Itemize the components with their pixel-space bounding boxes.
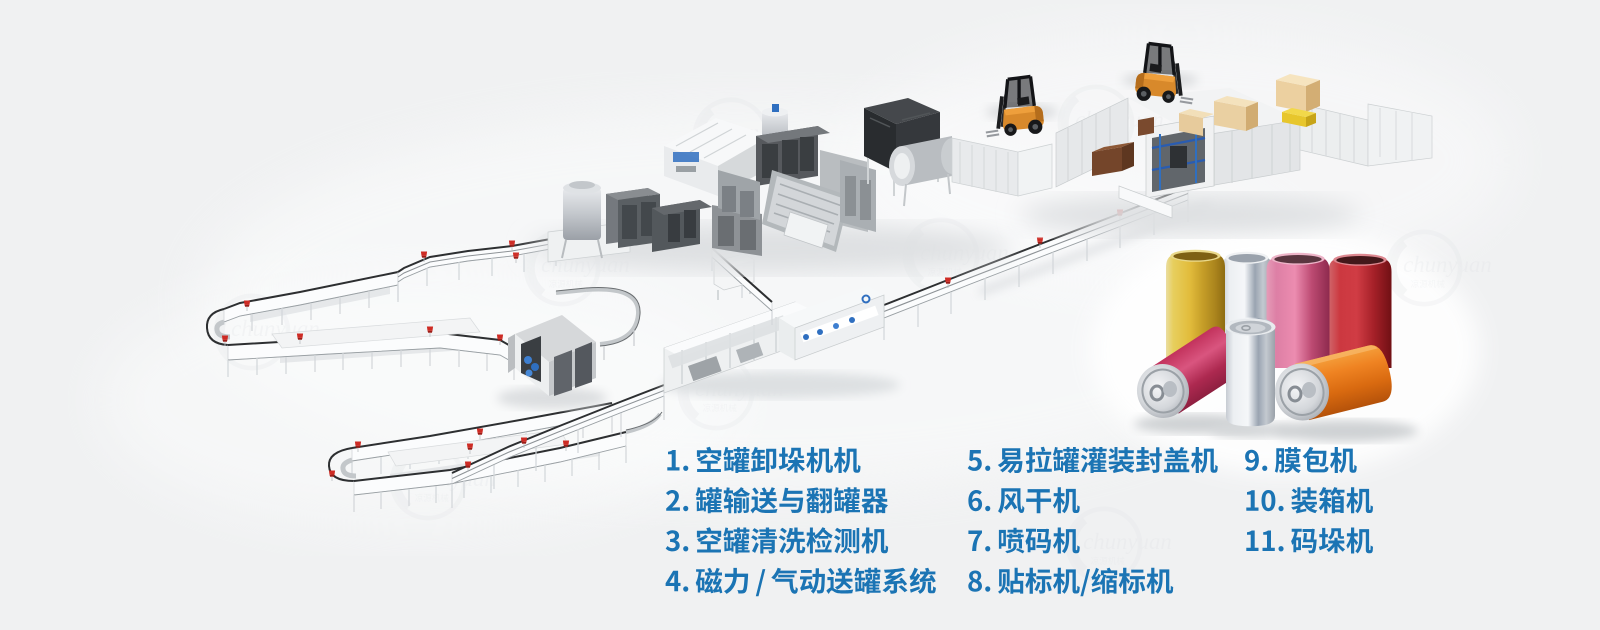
svg-text:凉源机械: 凉源机械 xyxy=(928,266,963,277)
svg-text:凉源机械: 凉源机械 xyxy=(1411,278,1446,289)
svg-text:chunyuan: chunyuan xyxy=(1403,252,1492,277)
svg-text:chunyuan: chunyuan xyxy=(1083,529,1172,554)
svg-text:凉源机械: 凉源机械 xyxy=(549,278,584,289)
svg-text:凉源机械: 凉源机械 xyxy=(415,492,450,503)
svg-text:凉源机械: 凉源机械 xyxy=(1091,555,1126,566)
svg-text:凉源机械: 凉源机械 xyxy=(703,402,738,413)
